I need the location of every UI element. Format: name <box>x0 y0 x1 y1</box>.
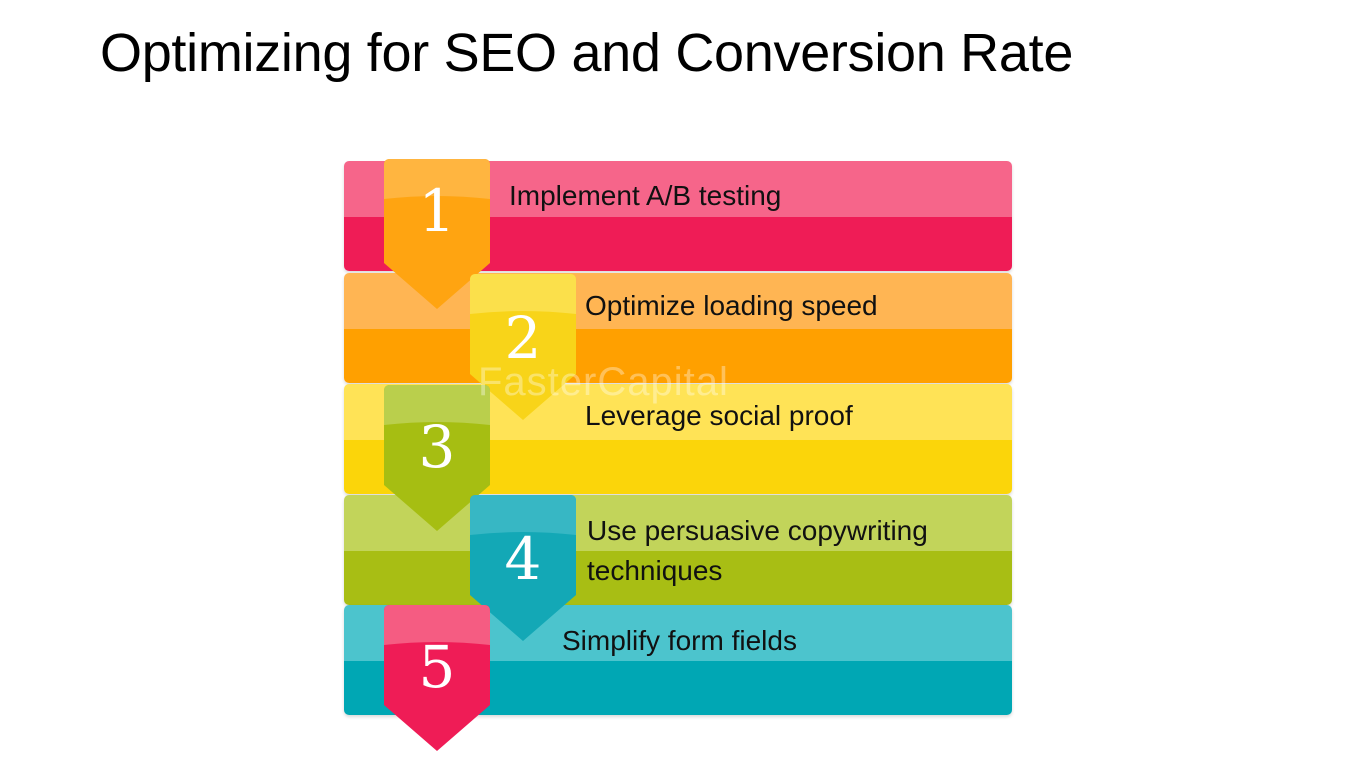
arrow-tag-icon <box>384 605 490 751</box>
band-base <box>344 551 1012 605</box>
step-label-1: Implement A/B testing <box>509 180 782 211</box>
arrow-tag-icon <box>470 274 576 420</box>
watermark: FasterCapital <box>478 360 729 404</box>
arrow-tag-icon <box>470 495 576 641</box>
step-number: 5 <box>418 633 456 701</box>
step-badge-2: 2 <box>470 274 576 424</box>
step-label-4-line1: Use persuasive copywriting <box>587 515 928 546</box>
step-number: 3 <box>418 413 456 481</box>
step-badge-4: 4 <box>470 495 576 645</box>
step-label-4-line2: techniques <box>587 555 723 586</box>
step-label-5: Simplify form fields <box>562 625 797 656</box>
step-badge-1: 1 <box>384 159 490 309</box>
step-number: 2 <box>504 304 542 372</box>
band-base <box>344 329 1012 383</box>
arrow-tag-icon <box>384 385 490 531</box>
step-label-2: Optimize loading speed <box>585 290 878 321</box>
page-title: Optimizing for SEO and Conversion Rate <box>100 23 1074 83</box>
step-number: 4 <box>504 525 542 593</box>
step-label-3: Leverage social proof <box>585 400 853 431</box>
step-number: 1 <box>418 177 456 245</box>
step-badge-3: 3 <box>384 385 490 535</box>
step-badge-5: 5 <box>384 605 490 755</box>
arrow-tag-icon <box>384 159 490 309</box>
step-label-4: Use persuasive copywriting techniques <box>587 511 928 591</box>
